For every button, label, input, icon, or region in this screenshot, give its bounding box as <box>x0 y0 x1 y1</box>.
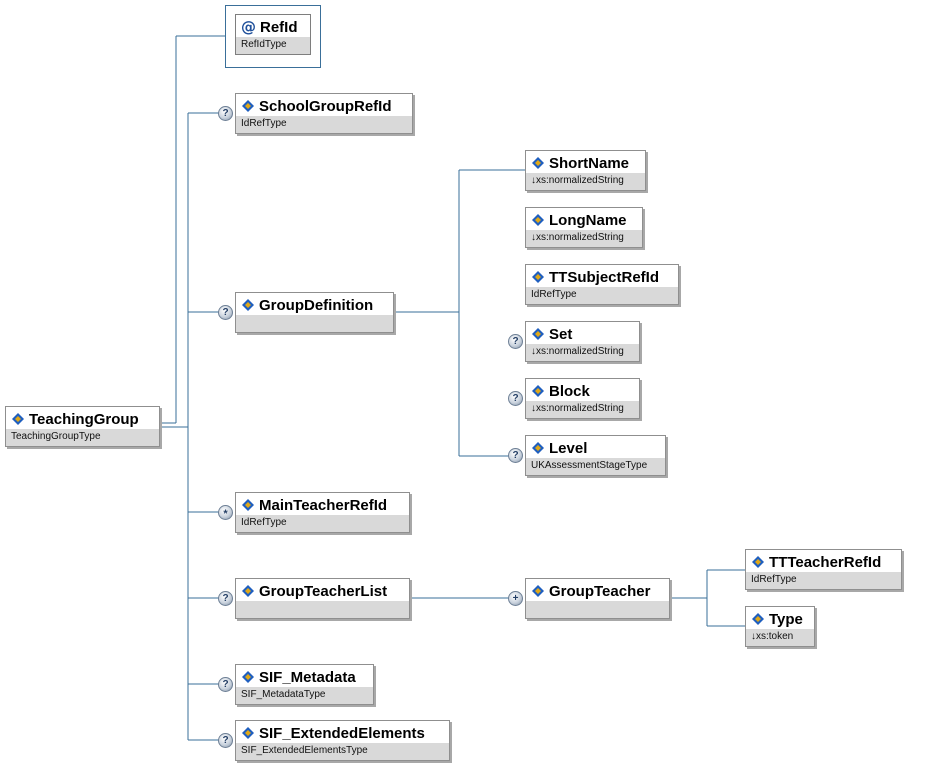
node-header: GroupTeacherList <box>236 579 409 601</box>
element-diamond-icon <box>11 412 25 426</box>
element-diamond-icon <box>241 726 255 740</box>
optional-occurrence-icon: ? <box>218 305 233 320</box>
node-groupteacherlist[interactable]: GroupTeacherList <box>235 578 410 619</box>
node-name: GroupTeacher <box>549 582 651 600</box>
optional-occurrence-icon: ? <box>508 448 523 463</box>
node-longname[interactable]: LongName↓xs:normalizedString <box>525 207 643 248</box>
node-header: Level <box>526 436 665 458</box>
attribute-frame <box>225 5 321 68</box>
node-name: TeachingGroup <box>29 410 139 428</box>
node-type: RefIdType <box>236 37 310 54</box>
node-type <box>236 315 393 332</box>
node-header: Block <box>526 379 639 401</box>
node-type: IdRefType <box>526 287 678 304</box>
node-set[interactable]: Set↓xs:normalizedString <box>525 321 640 362</box>
zero-or-more-occurrence-icon: * <box>218 505 233 520</box>
element-diamond-icon <box>531 270 545 284</box>
element-diamond-icon <box>531 584 545 598</box>
node-block[interactable]: Block↓xs:normalizedString <box>525 378 640 419</box>
node-type: IdRefType <box>746 572 901 589</box>
optional-occurrence-icon: ? <box>508 391 523 406</box>
node-groupteacher[interactable]: GroupTeacher <box>525 578 670 619</box>
node-type <box>236 601 409 618</box>
element-diamond-icon <box>241 670 255 684</box>
node-header: LongName <box>526 208 642 230</box>
node-type: SIF_MetadataType <box>236 687 373 704</box>
node-header: TTTeacherRefId <box>746 550 901 572</box>
node-header: GroupTeacher <box>526 579 669 601</box>
node-name: Type <box>769 610 803 628</box>
node-type: SIF_ExtendedElementsType <box>236 743 449 760</box>
element-diamond-icon <box>241 498 255 512</box>
element-diamond-icon <box>531 327 545 341</box>
node-name: SIF_ExtendedElements <box>259 724 425 742</box>
element-diamond-icon <box>531 156 545 170</box>
node-type: ↓xs:normalizedString <box>526 173 645 190</box>
node-header: Type <box>746 607 814 629</box>
node-header: MainTeacherRefId <box>236 493 409 515</box>
node-type <box>526 601 669 618</box>
node-type: ↓xs:normalizedString <box>526 344 639 361</box>
element-diamond-icon <box>751 555 765 569</box>
node-type[interactable]: Type↓xs:token <box>745 606 815 647</box>
optional-occurrence-icon: ? <box>508 334 523 349</box>
node-name: SchoolGroupRefId <box>259 97 392 115</box>
element-diamond-icon <box>751 612 765 626</box>
node-name: MainTeacherRefId <box>259 496 388 514</box>
optional-occurrence-icon: ? <box>218 106 233 121</box>
optional-occurrence-icon: ? <box>218 591 233 606</box>
optional-occurrence-icon: ? <box>218 677 233 692</box>
node-name: TTTeacherRefId <box>769 553 882 571</box>
node-type: ↓xs:normalizedString <box>526 230 642 247</box>
node-name: GroupDefinition <box>259 296 374 314</box>
optional-occurrence-icon: ? <box>218 733 233 748</box>
node-type: IdRefType <box>236 116 412 133</box>
node-header: SIF_ExtendedElements <box>236 721 449 743</box>
node-header: SIF_Metadata <box>236 665 373 687</box>
node-header: GroupDefinition <box>236 293 393 315</box>
at-sign-icon: @ <box>241 17 256 36</box>
node-type: IdRefType <box>236 515 409 532</box>
element-diamond-icon <box>241 584 255 598</box>
node-type: TeachingGroupType <box>6 429 159 446</box>
node-type: ↓xs:normalizedString <box>526 401 639 418</box>
element-diamond-icon <box>241 99 255 113</box>
node-shortname[interactable]: ShortName↓xs:normalizedString <box>525 150 646 191</box>
node-header: @RefId <box>236 15 310 37</box>
node-header: ShortName <box>526 151 645 173</box>
element-diamond-icon <box>531 441 545 455</box>
node-type: UKAssessmentStageType <box>526 458 665 475</box>
element-diamond-icon <box>531 213 545 227</box>
node-name: Level <box>549 439 588 457</box>
node-header: SchoolGroupRefId <box>236 94 412 116</box>
node-name: TTSubjectRefId <box>549 268 660 286</box>
node-header: Set <box>526 322 639 344</box>
node-name: GroupTeacherList <box>259 582 388 600</box>
node-name: RefId <box>260 18 298 36</box>
node-name: LongName <box>549 211 627 229</box>
node-name: Block <box>549 382 590 400</box>
node-groupdefinition[interactable]: GroupDefinition <box>235 292 394 333</box>
element-diamond-icon <box>241 298 255 312</box>
node-header: TeachingGroup <box>6 407 159 429</box>
element-diamond-icon <box>531 384 545 398</box>
node-name: SIF_Metadata <box>259 668 356 686</box>
node-name: Set <box>549 325 573 343</box>
one-or-more-occurrence-icon: + <box>508 591 523 606</box>
node-type: ↓xs:token <box>746 629 814 646</box>
node-header: TTSubjectRefId <box>526 265 678 287</box>
node-name: ShortName <box>549 154 630 172</box>
